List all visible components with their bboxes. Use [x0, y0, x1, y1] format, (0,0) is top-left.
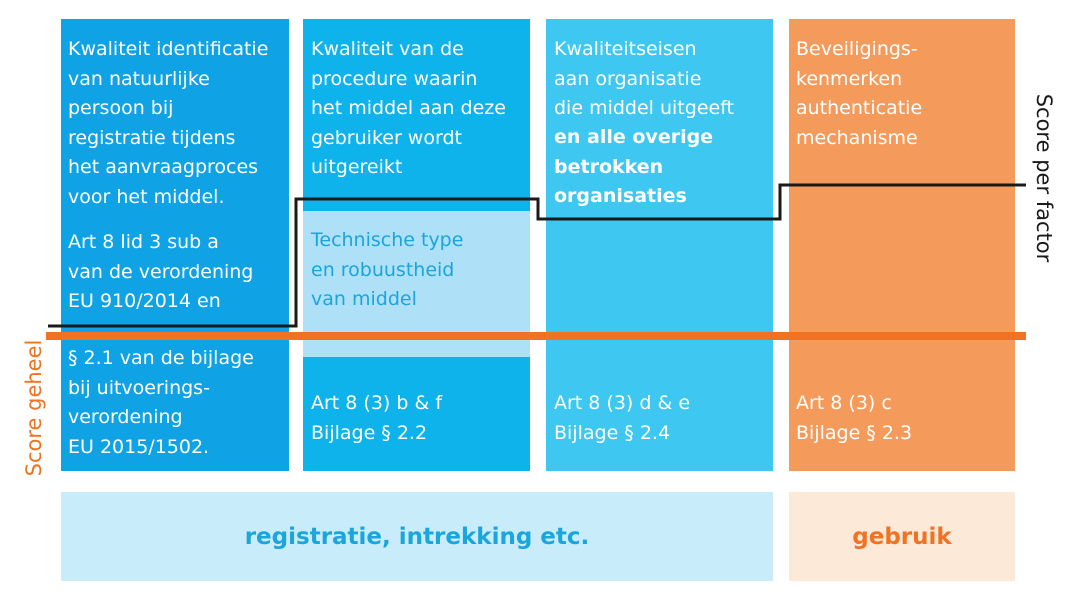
- column-beveiliging-bottom-text: Art 8 (3) c Bijlage § 2.3: [796, 392, 913, 444]
- bar-registratie: registratie, intrekking etc.: [61, 492, 773, 581]
- column-beveiliging: Beveiligings- kenmerken authenticatie me…: [789, 19, 1015, 471]
- column-identificatie-mid-text: Art 8 lid 3 sub a van de verordening EU …: [68, 231, 254, 312]
- side-label-score-per-factor: Score per factor: [1032, 93, 1056, 263]
- column-procedure-pale-block: Technische type en robuustheid van midde…: [303, 211, 530, 357]
- column-organisatie: Kwaliteitseisen aan organisatie die midd…: [546, 19, 773, 471]
- bar-gebruik: gebruik: [789, 492, 1015, 581]
- column-procedure-bottom-text: Art 8 (3) b & f Bijlage § 2.2: [311, 392, 443, 444]
- column-beveiliging-top-text: Beveiligings- kenmerken authenticatie me…: [796, 38, 923, 149]
- column-procedure: Kwaliteit van de procedure waarin het mi…: [303, 19, 530, 471]
- column-procedure-top-text: Kwaliteit van de procedure waarin het mi…: [311, 38, 506, 178]
- column-identificatie: Kwaliteit identificatie van natuurlijke …: [61, 19, 289, 471]
- column-procedure-pale-text: Technische type en robuustheid van midde…: [311, 229, 464, 310]
- column-identificatie-bottom-text: § 2.1 van de bijlage bij uitvoerings- ve…: [68, 347, 254, 458]
- column-organisatie-bottom-text: Art 8 (3) d & e Bijlage § 2.4: [554, 392, 691, 444]
- column-organisatie-top-text-bold: en alle overige betrokken organisaties: [554, 126, 714, 207]
- column-organisatie-top-text: Kwaliteitseisen aan organisatie die midd…: [554, 38, 734, 119]
- bar-gebruik-label: gebruik: [852, 523, 952, 550]
- bar-registratie-label: registratie, intrekking etc.: [244, 523, 590, 550]
- side-label-score-geheel: Score geheel: [22, 339, 46, 477]
- column-identificatie-top-text: Kwaliteit identificatie van natuurlijke …: [68, 38, 269, 208]
